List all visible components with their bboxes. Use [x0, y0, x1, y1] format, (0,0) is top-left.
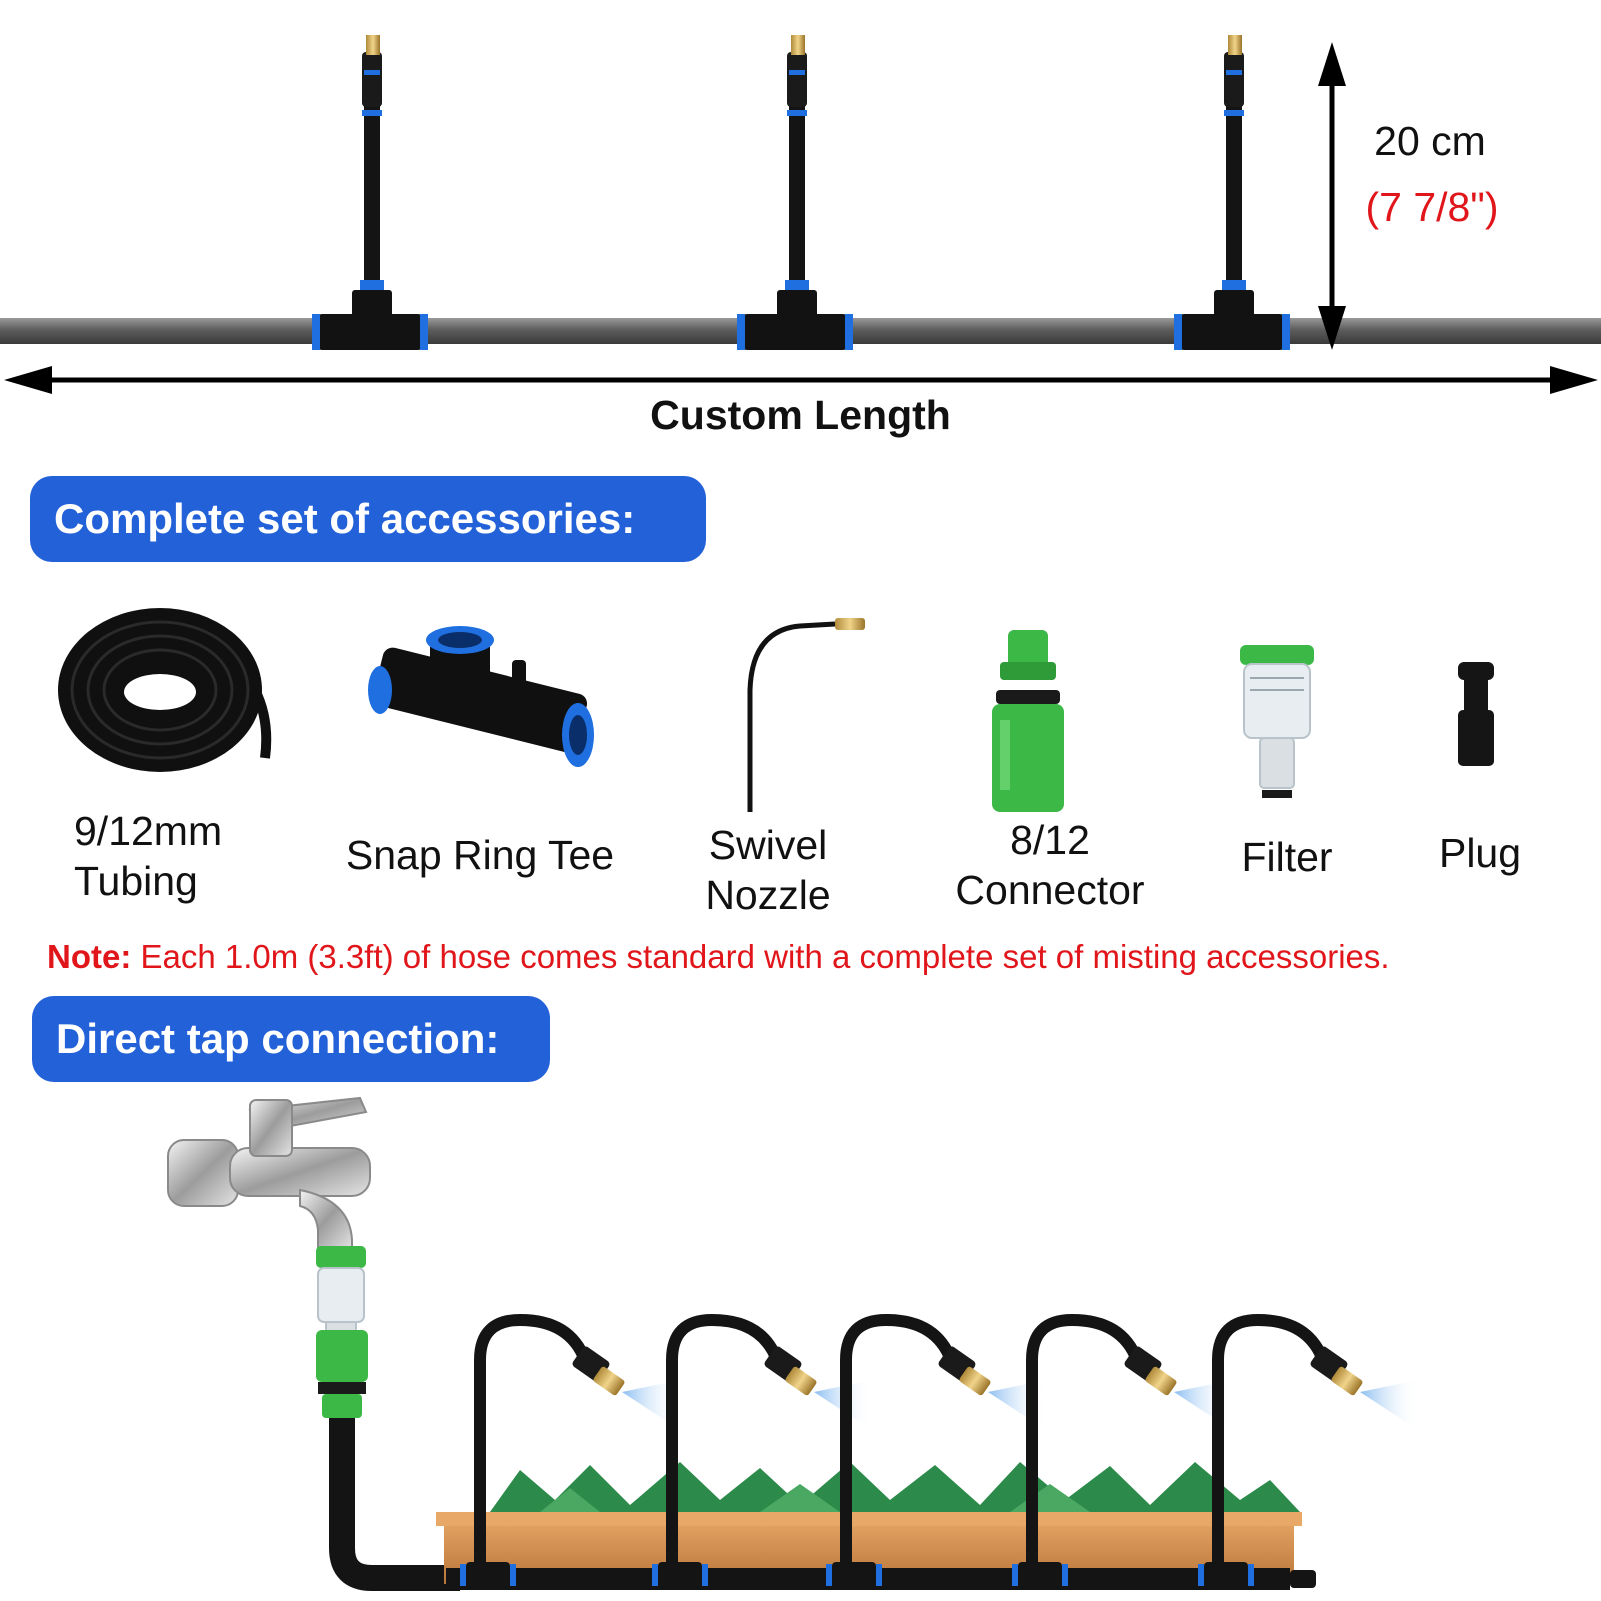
accessory-label-line2: Tubing [74, 858, 198, 904]
faucet-icon [167, 1096, 371, 1251]
tubing-coil-icon [58, 608, 272, 772]
riser-2 [737, 35, 853, 350]
connector-icon [992, 630, 1064, 812]
accessory-label-swivel-nozzle: Swivel Nozzle [668, 820, 868, 920]
mist-nozzle-1 [460, 1313, 680, 1588]
note-text: Note: Each 1.0m (3.3ft) of hose comes st… [47, 938, 1390, 976]
tap-connection-header: Direct tap connection: [32, 996, 550, 1082]
accessory-label-line1: Plug [1438, 830, 1522, 876]
height-arrow-icon [1318, 42, 1346, 350]
accessory-label-line1: 8/12 [1010, 817, 1090, 863]
length-arrow-icon [4, 366, 1598, 394]
plug-icon [1458, 662, 1494, 766]
mist-nozzle-2 [652, 1313, 872, 1588]
accessory-label-plug: Plug [1410, 828, 1550, 878]
accessory-label-line1: Filter [1241, 834, 1333, 880]
height-label-imperial: (7 7/8") [1365, 184, 1499, 230]
accessory-label-line2: Nozzle [705, 872, 831, 918]
accessory-label-line1: Snap Ring Tee [345, 832, 615, 878]
tap-connector-icon [316, 1330, 368, 1418]
riser-3 [1174, 35, 1290, 350]
accessory-label-line1: 9/12mm [74, 808, 223, 854]
feed-hose [329, 1418, 460, 1591]
accessory-label-snap-ring-tee: Snap Ring Tee [330, 830, 630, 880]
accessory-label-filter: Filter [1212, 832, 1362, 882]
note-body: Each 1.0m (3.3ft) of hose comes standard… [131, 938, 1390, 975]
note-prefix: Note: [47, 938, 132, 975]
riser-1 [312, 35, 428, 350]
mist-nozzle-5 [1198, 1313, 1418, 1588]
accessory-label-line2: Connector [955, 867, 1145, 913]
custom-length-label: Custom Length [650, 392, 951, 438]
filter-icon [1240, 645, 1314, 798]
accessory-label-tubing: 9/12mm Tubing [74, 806, 222, 906]
height-label-metric: 20 cm [1374, 118, 1486, 164]
accessories-header: Complete set of accessories: [30, 476, 706, 562]
accessory-label-line1: Swivel [708, 822, 828, 868]
accessory-label-connector: 8/12 Connector [930, 815, 1170, 915]
snap-ring-tee-icon [368, 626, 594, 767]
tap-filter-icon [316, 1246, 366, 1339]
swivel-nozzle-icon [747, 618, 865, 812]
